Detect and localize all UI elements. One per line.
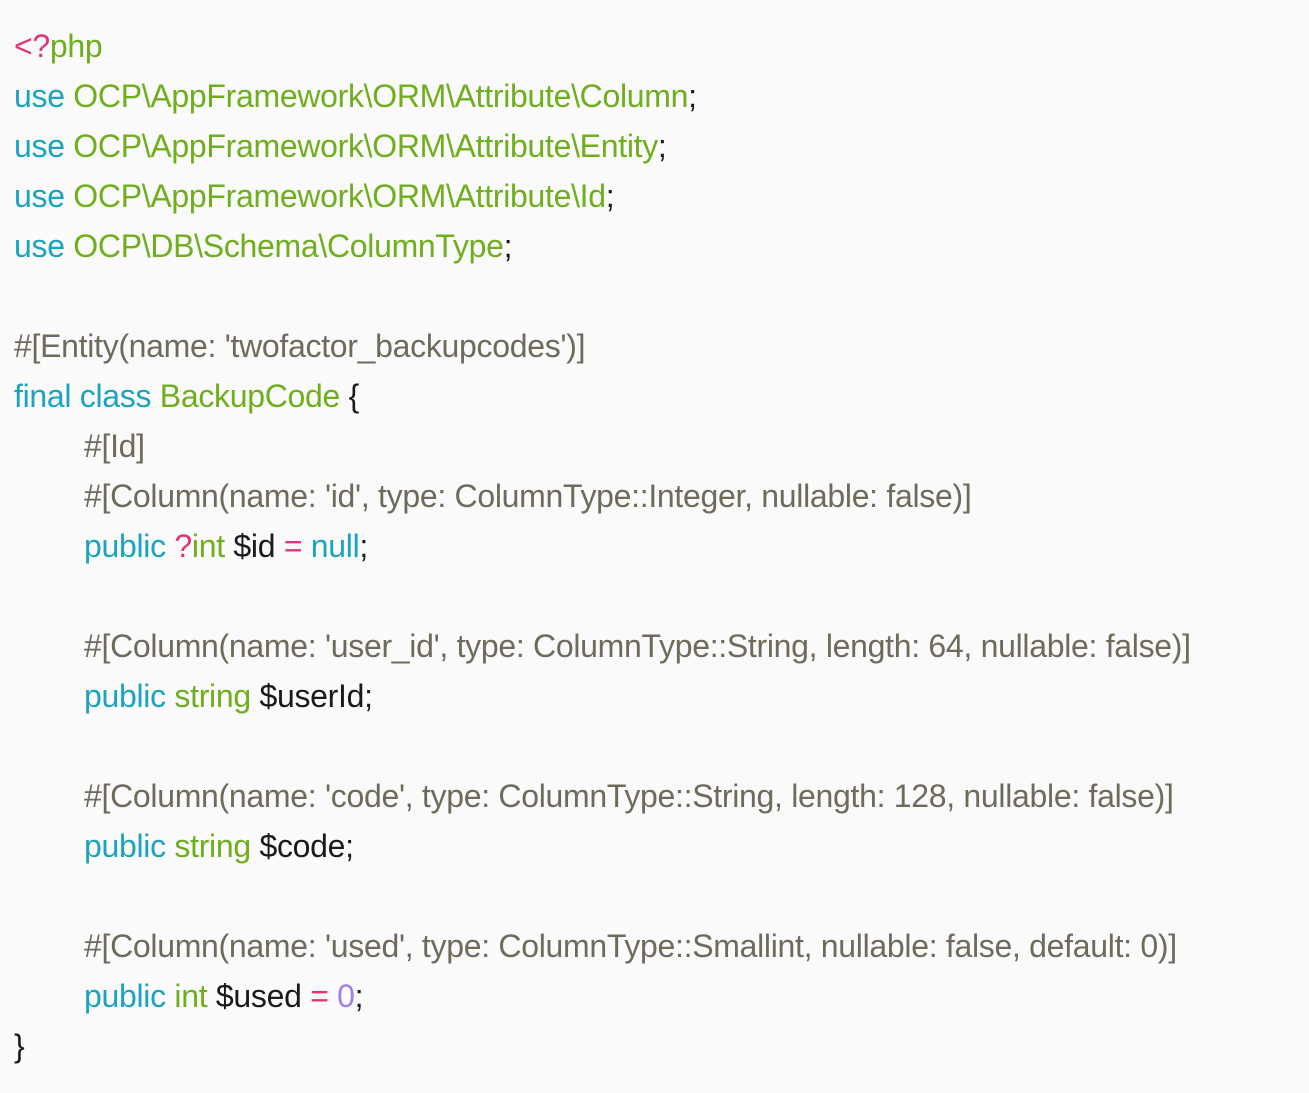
code-token: $code; xyxy=(250,828,354,864)
code-token: #[Entity(name: 'twofactor_backupcodes')] xyxy=(14,328,586,364)
code-token: ; xyxy=(359,528,369,564)
code-token: OCP\AppFramework\ORM\Attribute\Id xyxy=(73,178,606,214)
code-line xyxy=(0,871,1309,921)
code-token: { xyxy=(340,378,360,414)
code-token: #[Column(name: 'id', type: ColumnType::I… xyxy=(84,478,972,514)
code-token: BackupCode xyxy=(159,378,341,414)
code-line xyxy=(0,571,1309,621)
code-token: php xyxy=(49,28,103,64)
code-token: string xyxy=(174,678,251,714)
code-line: public ?int $id = null; xyxy=(0,521,1309,571)
code-token: int xyxy=(174,978,208,1014)
code-token: #[Id] xyxy=(84,428,145,464)
code-token: ; xyxy=(688,78,697,114)
code-line: public int $used = 0; xyxy=(0,971,1309,1021)
code-token: use xyxy=(14,178,74,214)
code-token: int xyxy=(191,528,225,564)
code-line: #[Column(name: 'id', type: ColumnType::I… xyxy=(0,471,1309,521)
code-token: = xyxy=(283,528,303,564)
code-line: #[Id] xyxy=(0,421,1309,471)
code-token: public xyxy=(84,678,175,714)
code-token: public xyxy=(84,528,175,564)
code-token: $userId; xyxy=(250,678,373,714)
code-token: #[Column(name: 'code', type: ColumnType:… xyxy=(84,778,1174,814)
code-line: #[Entity(name: 'twofactor_backupcodes')] xyxy=(0,321,1309,371)
code-token: ; xyxy=(657,128,667,164)
code-token: ; xyxy=(503,228,513,264)
code-token xyxy=(302,528,311,564)
code-token: ; xyxy=(605,178,615,214)
code-line xyxy=(0,721,1309,771)
code-token: <? xyxy=(14,28,50,64)
code-token: string xyxy=(174,828,251,864)
code-line: <?php xyxy=(0,21,1309,71)
code-line: use OCP\DB\Schema\ColumnType; xyxy=(0,221,1309,271)
code-token: } xyxy=(14,1028,25,1064)
code-token: OCP\DB\Schema\ColumnType xyxy=(73,228,504,264)
code-token xyxy=(329,978,338,1014)
code-token: use xyxy=(14,78,74,114)
code-line: public string $userId; xyxy=(0,671,1309,721)
code-token: public xyxy=(84,828,175,864)
code-line: #[Column(name: 'code', type: ColumnType:… xyxy=(0,771,1309,821)
code-line: use OCP\AppFramework\ORM\Attribute\Colum… xyxy=(0,71,1309,121)
code-token: use xyxy=(14,228,74,264)
code-token: OCP\AppFramework\ORM\Attribute\Entity xyxy=(73,128,658,164)
code-token: final class xyxy=(14,378,160,414)
code-line: final class BackupCode { xyxy=(0,371,1309,421)
code-token: use xyxy=(14,128,74,164)
code-token: null xyxy=(310,528,360,564)
code-line: #[Column(name: 'used', type: ColumnType:… xyxy=(0,921,1309,971)
code-token: ; xyxy=(354,978,364,1014)
code-line: #[Column(name: 'user_id', type: ColumnTy… xyxy=(0,621,1309,671)
code-line: } xyxy=(0,1021,1309,1071)
code-token: #[Column(name: 'user_id', type: ColumnTy… xyxy=(84,628,1191,664)
code-token: ? xyxy=(174,528,192,564)
code-line: use OCP\AppFramework\ORM\Attribute\Entit… xyxy=(0,121,1309,171)
code-token: 0 xyxy=(337,978,355,1014)
code-token: OCP\AppFramework\ORM\Attribute\Column xyxy=(73,78,689,114)
code-token: #[Column(name: 'used', type: ColumnType:… xyxy=(84,928,1177,964)
code-line xyxy=(0,271,1309,321)
code-token: $used xyxy=(207,978,311,1014)
code-token: $id xyxy=(224,528,284,564)
code-token: = xyxy=(310,978,329,1014)
code-line: use OCP\AppFramework\ORM\Attribute\Id; xyxy=(0,171,1309,221)
code-line: public string $code; xyxy=(0,821,1309,871)
code-token: public xyxy=(84,978,175,1014)
